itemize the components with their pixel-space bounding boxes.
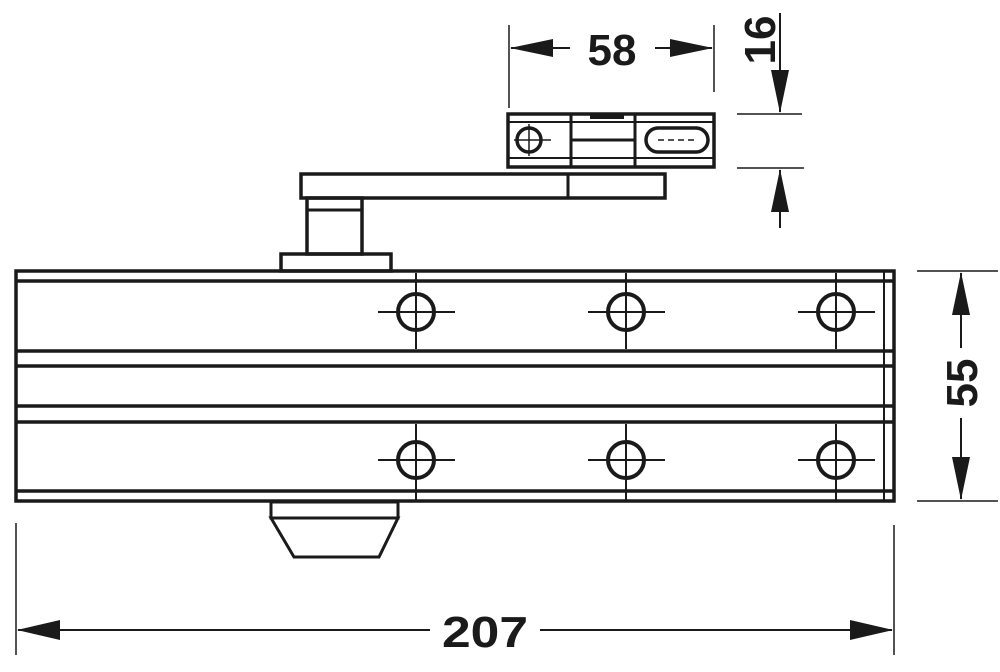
slide-channel: [506, 112, 716, 169]
arrow-left-icon: [510, 39, 553, 57]
closer-body: [14, 269, 896, 503]
arrow-right-icon: [670, 39, 713, 57]
arrow-up-icon: [771, 169, 789, 212]
arrow-down-icon: [952, 457, 970, 500]
arrow-left-icon: [17, 620, 60, 640]
mounting-hole-bottom-3: [798, 424, 875, 500]
mounting-hole-top-3: [798, 273, 875, 349]
overall-length-value: 207: [442, 608, 528, 657]
body-height-value: 55: [938, 359, 987, 408]
arrow-up-icon: [952, 272, 970, 315]
dimension-body-height: 55: [917, 270, 998, 502]
mounting-hole-top-1: [378, 273, 455, 349]
dimension-overall-length: 207: [15, 523, 895, 657]
arrow-down-icon: [771, 70, 789, 113]
slide-height-value: 16: [736, 16, 785, 65]
dimension-slide-height: 16: [736, 13, 804, 228]
slide-length-value: 58: [588, 26, 637, 75]
mounting-hole-top-2: [588, 273, 665, 349]
slide-arm: [279, 172, 667, 273]
arrow-right-icon: [850, 620, 893, 640]
dimension-slide-length: 58: [508, 25, 715, 108]
mounting-hole-bottom-1: [378, 424, 455, 500]
mounting-holes: [378, 273, 875, 500]
mounting-hole-bottom-2: [588, 424, 665, 500]
valve-cap: [268, 500, 401, 559]
